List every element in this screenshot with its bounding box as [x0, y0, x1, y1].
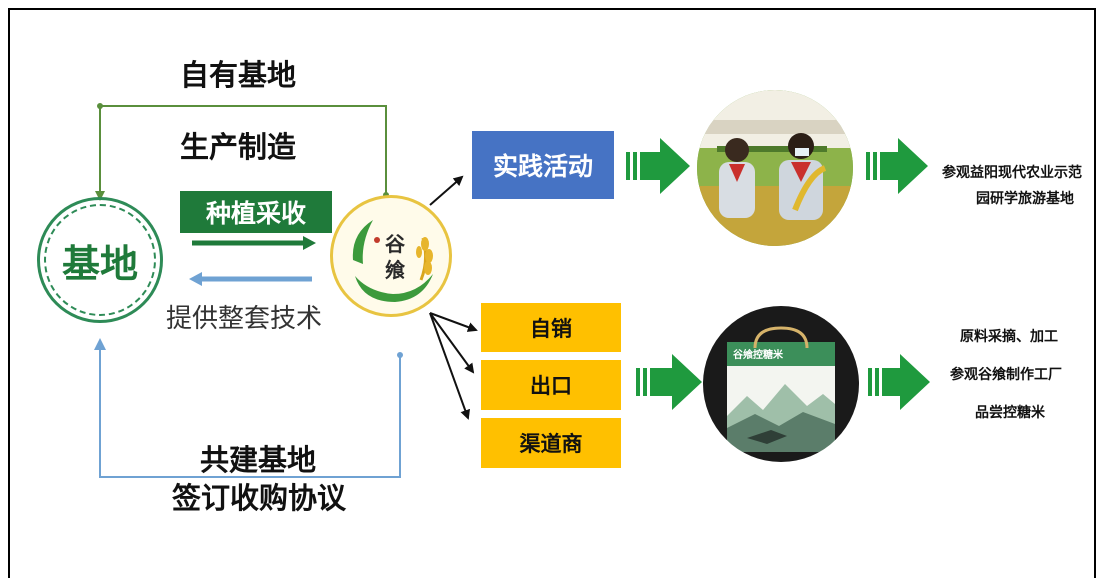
flow-arrow-photo-desc — [866, 138, 928, 194]
blue-loop-line — [94, 338, 401, 478]
students-field-image — [697, 90, 853, 246]
flow-arrow-package-desc — [868, 354, 930, 410]
gift-box: 谷飨控糖米 — [727, 342, 835, 452]
flow-arrow-sales-package — [636, 354, 702, 410]
brand-logo: 谷 飨 — [330, 195, 452, 317]
channel-distributor: 渠道商 — [481, 418, 621, 468]
arrow-to-channel — [429, 312, 470, 420]
green-loop-line — [95, 105, 387, 201]
mountain-painting-icon — [727, 384, 835, 452]
practice-desc-line-2: 园研学旅游基地 — [976, 191, 1074, 207]
practice-box: 实践活动 — [472, 131, 614, 199]
own-base-label: 自有基地 — [180, 58, 297, 92]
arrow-to-export — [429, 312, 475, 374]
bag-handle-icon — [753, 326, 809, 349]
sales-desc-line-2: 参观谷飨制作工厂 — [950, 367, 1062, 383]
gift-box-band — [727, 342, 835, 366]
logo-char-1: 谷 — [385, 232, 405, 256]
flow-arrow-practice-photo — [626, 138, 690, 194]
channel-export: 出口 — [481, 360, 621, 410]
sales-desc-line-1: 原料采摘、加工 — [960, 329, 1058, 345]
base-label: 基地 — [61, 241, 138, 286]
green-loop-start-dot — [97, 103, 103, 109]
package-label: 谷飨控糖米 — [733, 350, 783, 361]
product-photo: 谷飨控糖米 — [703, 306, 859, 462]
rice-sprout-icon — [352, 220, 433, 302]
blue-loop-dot — [397, 352, 403, 358]
arrow-to-self — [429, 312, 478, 332]
channel-self-sale: 自销 — [481, 303, 621, 352]
base-circle: 基地 — [37, 197, 163, 323]
production-label: 生产制造 — [180, 130, 297, 164]
logo-char-2: 飨 — [385, 258, 405, 282]
arrow-to-practice — [429, 175, 464, 206]
planting-box: 种植采收 — [180, 191, 332, 233]
sales-desc-line-3: 品尝控糖米 — [975, 405, 1045, 421]
practice-desc-line-1: 参观益阳现代农业示范 — [942, 165, 1082, 181]
tech-support-label: 提供整套技术 — [166, 304, 323, 334]
student-photo — [697, 90, 853, 246]
co-build-label: 共建基地 — [200, 443, 317, 477]
contract-label: 签订收购协议 — [172, 481, 347, 515]
slide-frame — [8, 8, 1096, 578]
